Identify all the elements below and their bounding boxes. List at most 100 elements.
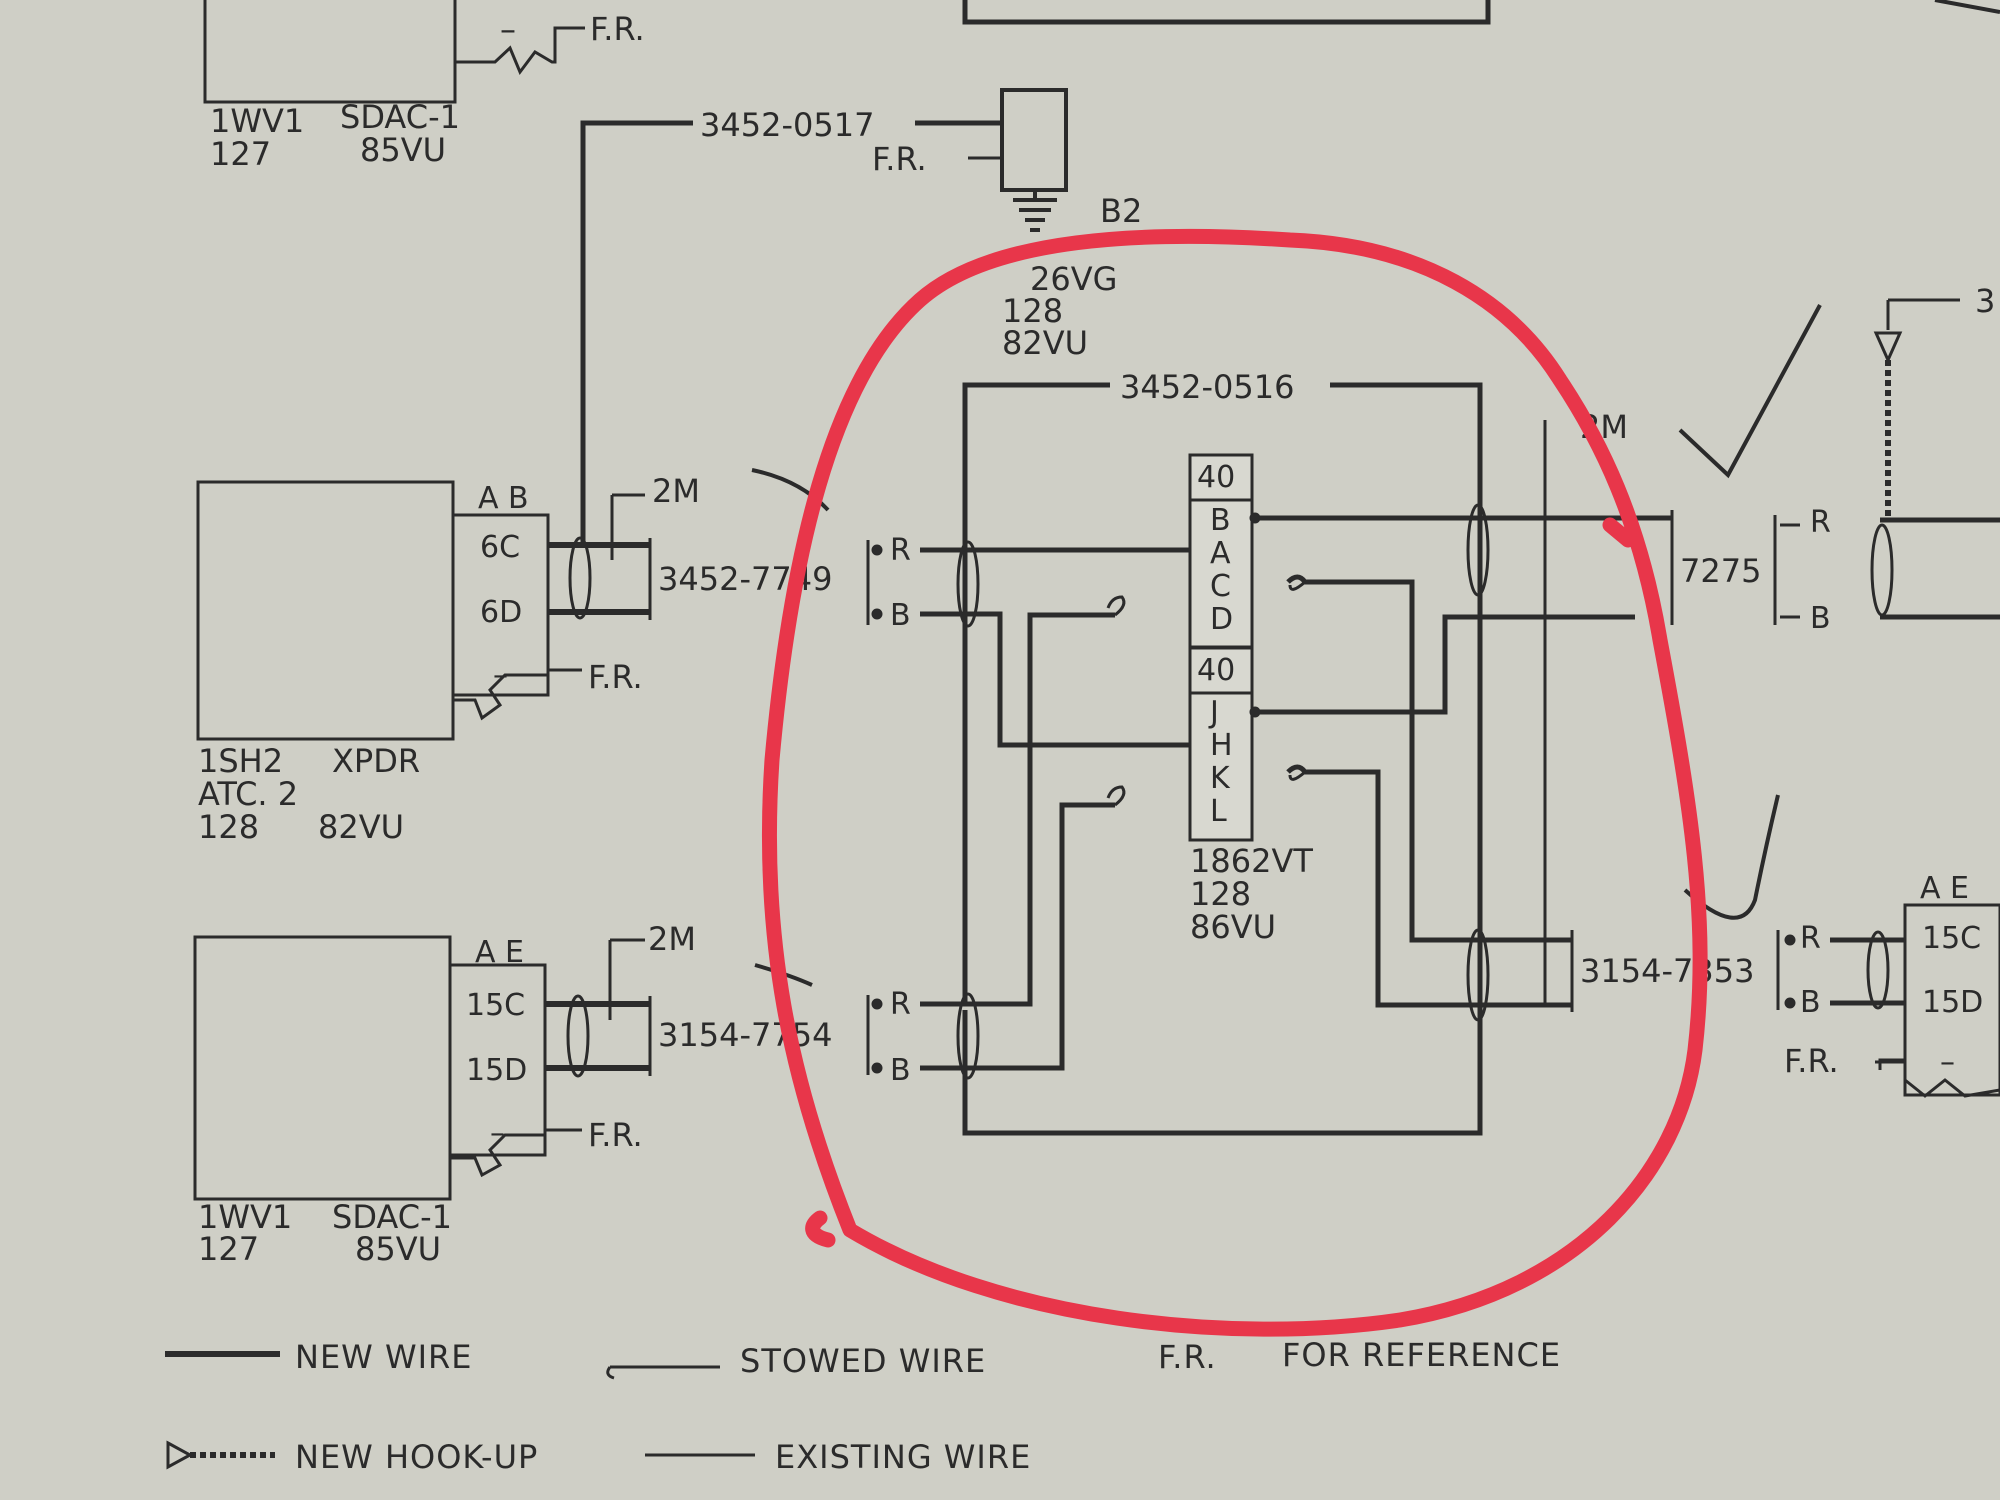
block2-number: 40: [1197, 653, 1235, 688]
legend-new-wire: NEW WIRE: [295, 1338, 473, 1376]
wire-3154-7754-label: 3154-7754: [658, 1016, 832, 1054]
legend-fr: F.R.: [1158, 1338, 1217, 1376]
block1-pin-b: B: [1210, 503, 1231, 538]
wire-3452-0517-label: 3452-0517: [700, 106, 874, 144]
unit-right-lower-pin-15c: 15C: [1922, 921, 1981, 956]
unit-top-left-fr: F.R.: [590, 10, 645, 48]
left-lower-pin-b: B: [890, 1053, 911, 1088]
ground-icon: [1013, 190, 1057, 232]
stowed-wire-hooks-left: [1106, 595, 1126, 807]
right-upper-pin-b: B: [1810, 601, 1831, 636]
wire-7275-label: 7275: [1680, 552, 1761, 590]
unit-xpdr-pin-dash: –: [493, 658, 508, 693]
unit-right-lower: [1776, 903, 2000, 1098]
unit-xpdr-fr: F.R.: [588, 658, 643, 696]
unit-sdac-bottom-resistor: [450, 1133, 545, 1178]
block2-pin-k: K: [1210, 761, 1231, 796]
wire-3452-7749: [548, 493, 652, 620]
checkmark-lower: [1683, 794, 1780, 920]
unit-top-left-resistor: [455, 26, 585, 75]
block1-pin-a: A: [1210, 536, 1231, 571]
unit-right-lower-pin-dash: –: [1940, 1045, 1955, 1080]
unit-top-left-name: 1WV1: [210, 102, 304, 140]
unit-b2-fr: F.R.: [872, 140, 927, 178]
block1-number: 40: [1197, 460, 1235, 495]
unit-xpdr: [196, 480, 582, 741]
unit-xpdr-name: 1SH2: [198, 742, 283, 780]
wire-3154-7353-label: 3154-7353: [1580, 952, 1754, 990]
unit-top-left-sdac: [203, 0, 585, 104]
top-right-corner-mark: [1934, 0, 2000, 14]
unit-sdac-bottom-code: 85VU: [355, 1230, 441, 1268]
connector-name: 1862VT: [1190, 842, 1313, 880]
unit-xpdr-pin-6d: 6D: [480, 595, 522, 630]
top-partial-box: [962, 0, 1491, 25]
left-upper-pin-r: R: [890, 533, 911, 568]
left-upper-pin-b: B: [890, 598, 911, 633]
block2-pin-j: J: [1208, 695, 1219, 730]
unit-xpdr-ref: 128: [198, 808, 259, 846]
unit-sdac-bottom-header: A E: [475, 935, 524, 970]
unit-b2-name: B2: [1100, 192, 1142, 230]
unit-xpdr-code: 82VU: [318, 808, 404, 846]
wire-3452-0517: [580, 120, 1002, 545]
pen-mark-sdac: [754, 963, 813, 987]
wire-3154-7754-shield: 2M: [648, 920, 696, 958]
legend-stowed-wire: STOWED WIRE: [740, 1342, 986, 1380]
unit-sdac-bottom: [193, 935, 582, 1201]
unit-sdac-bottom-type: SDAC-1: [332, 1198, 452, 1236]
unit-b2-ref: 128: [1002, 292, 1063, 330]
legend-new-hookup-symbol: [166, 1440, 194, 1470]
unit-right-lower-pin-15d: 15D: [1922, 985, 1983, 1020]
left-lower-pin-r: R: [890, 987, 911, 1022]
connector-left-upper: [866, 540, 1195, 748]
block2-pin-l: L: [1210, 794, 1227, 829]
legend-existing-wire: EXISTING WIRE: [775, 1438, 1031, 1476]
unit-b2: [968, 88, 1068, 232]
block1-pin-d: D: [1210, 602, 1233, 637]
legend-stowed-wire-symbol: [606, 1365, 720, 1380]
unit-sdac-bottom-ref: 127: [198, 1230, 259, 1268]
unit-sdac-bottom-pin-dash: –: [490, 1116, 505, 1151]
checkmark-upper: [1678, 304, 1822, 479]
wire-3452-7749-shield: 2M: [652, 472, 700, 510]
legend-for-reference: FOR REFERENCE: [1282, 1336, 1561, 1374]
right-edge-partial-label: 3: [1975, 282, 1995, 320]
harness-right-wires: [1249, 503, 1674, 1022]
connector-right-upper: [1773, 298, 2000, 625]
unit-sdac-bottom-pin-15c: 15C: [466, 988, 525, 1023]
wire-3452-0516-label: 3452-0516: [1120, 368, 1294, 406]
unit-xpdr-pin-6c: 6C: [480, 530, 520, 565]
highlight-circle: [761, 228, 1708, 1337]
connector-left-lower: [866, 612, 1115, 1080]
legend-new-hookup: NEW HOOK-UP: [295, 1438, 538, 1476]
unit-xpdr-type: XPDR: [332, 742, 420, 780]
pen-mark-xpdr: [751, 468, 830, 512]
block1-pin-c: C: [1210, 569, 1231, 604]
unit-right-lower-header: A E: [1920, 871, 1969, 906]
unit-b2-code: 26VG: [1030, 260, 1117, 298]
right-upper-pin-r: R: [1810, 505, 1831, 540]
unit-sdac-bottom-fr: F.R.: [588, 1116, 643, 1154]
wire-3154-7754: [545, 938, 652, 1078]
connector-ref: 128: [1190, 875, 1251, 913]
unit-top-left-pin: –: [500, 10, 516, 48]
unit-b2-area: 82VU: [1002, 324, 1088, 362]
right-lower-pin-r: R: [1800, 921, 1821, 956]
connector-1862vt: [1188, 453, 1254, 842]
connector-area: 86VU: [1190, 908, 1276, 946]
right-lower-pin-b: B: [1800, 985, 1821, 1020]
unit-sdac-bottom-name: 1WV1: [198, 1198, 292, 1236]
unit-xpdr-resistor: [453, 673, 548, 721]
legend: [165, 1351, 755, 1470]
unit-sdac-bottom-pin-15d: 15D: [466, 1053, 527, 1088]
unit-top-left-ref: 127: [210, 135, 271, 173]
unit-xpdr-sub: ATC. 2: [198, 775, 298, 813]
block2-pin-h: H: [1210, 728, 1233, 763]
unit-xpdr-header: A B: [478, 481, 529, 516]
unit-top-left-code: 85VU: [360, 131, 446, 169]
unit-right-lower-fr: F.R.: [1784, 1042, 1839, 1080]
unit-top-left-type: SDAC-1: [340, 98, 460, 136]
